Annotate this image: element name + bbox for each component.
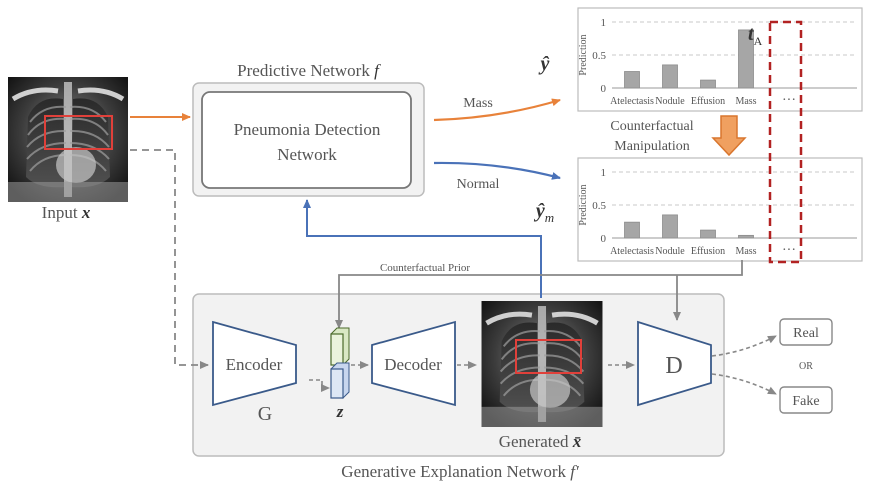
bar-atelectasis (624, 71, 640, 89)
generated-xray-image (482, 301, 603, 427)
y-tick-label: 0 (601, 233, 607, 245)
fake-output-box (779, 386, 833, 414)
y-tick-label: 0.5 (592, 50, 606, 62)
generated-to-predictive-arrow (303, 199, 542, 298)
y-tick-label: 1 (601, 167, 607, 179)
or-label: OR (799, 361, 813, 372)
generated-roi-box (515, 339, 582, 374)
generated-label: Generated x̄ (499, 432, 582, 451)
real-output-box (779, 318, 833, 346)
mass-label: Mass (463, 96, 493, 111)
y-tick-label: 0.5 (592, 200, 606, 212)
mass-arrow (433, 98, 561, 122)
z-label: z (336, 402, 344, 421)
x-tick-label: Mass (735, 96, 756, 107)
counterfactual-prior-to-latent-arrow (335, 260, 743, 329)
normal-label: Normal (457, 177, 500, 192)
bar-nodule (662, 214, 678, 239)
ellipsis-label: ··· (782, 93, 796, 108)
x-tick-label: Atelectasis (610, 246, 654, 257)
latent-z-block (330, 327, 350, 399)
real-label: Real (793, 326, 819, 341)
input-roi-box (44, 115, 113, 150)
bar-mass (738, 234, 754, 239)
counterfactual-prior-label: Counterfactual Prior (380, 262, 470, 274)
fake-label: Fake (792, 394, 819, 409)
predictive-network-title: Predictive Network f (237, 61, 381, 80)
y-axis-label: Prediction (578, 184, 589, 225)
y-hat-label: ŷ (539, 53, 550, 75)
x-tick-label: Atelectasis (610, 96, 654, 107)
g-label: G (258, 403, 272, 425)
d-label: D (665, 353, 682, 379)
bar-effusion (700, 229, 716, 239)
x-tick-label: Effusion (691, 96, 725, 107)
chart-panel-top (577, 7, 863, 112)
y-tick-label: 1 (601, 17, 607, 29)
normal-arrow (433, 161, 561, 180)
counterfactual-manipulation-line1: Counterfactual (610, 119, 693, 134)
chart-panel-bottom (577, 157, 863, 262)
x-tick-label: Mass (735, 246, 756, 257)
decoder-block (371, 320, 456, 407)
counterfactual-manipulation-line2: Manipulation (614, 139, 689, 154)
input-xray-image (8, 77, 128, 202)
encoder-to-z-arrow (309, 379, 330, 392)
encoder-block (212, 320, 297, 407)
manipulation-down-arrow (711, 115, 747, 157)
t-a-label: tA (748, 23, 763, 48)
input-label: Input x (42, 203, 91, 222)
x-tick-label: Nodule (655, 246, 685, 257)
bar-nodule (662, 64, 678, 89)
pneumonia-detection-box (201, 91, 412, 189)
y-axis-label: Prediction (578, 34, 589, 75)
bar-mass (738, 29, 754, 89)
bar-effusion (700, 79, 716, 89)
pneumonia-detection-line2: Network (277, 145, 337, 164)
bar-atelectasis (624, 221, 640, 239)
x-tick-label: Effusion (691, 246, 725, 257)
mass-highlight-box (768, 20, 803, 264)
discriminator-block (637, 320, 712, 407)
ellipsis-label: ··· (782, 243, 796, 258)
input-to-encoder-dashed-arrow (130, 149, 209, 369)
x-tick-label: Nodule (655, 96, 685, 107)
y-tick-label: 0 (601, 83, 607, 95)
decoder-label: Decoder (384, 355, 442, 374)
y-hat-m-label: ŷm (534, 200, 554, 225)
pneumonia-detection-line1: Pneumonia Detection (234, 120, 381, 139)
encoder-label: Encoder (226, 355, 283, 374)
generative-network-title: Generative Explanation Network f′ (341, 462, 579, 481)
